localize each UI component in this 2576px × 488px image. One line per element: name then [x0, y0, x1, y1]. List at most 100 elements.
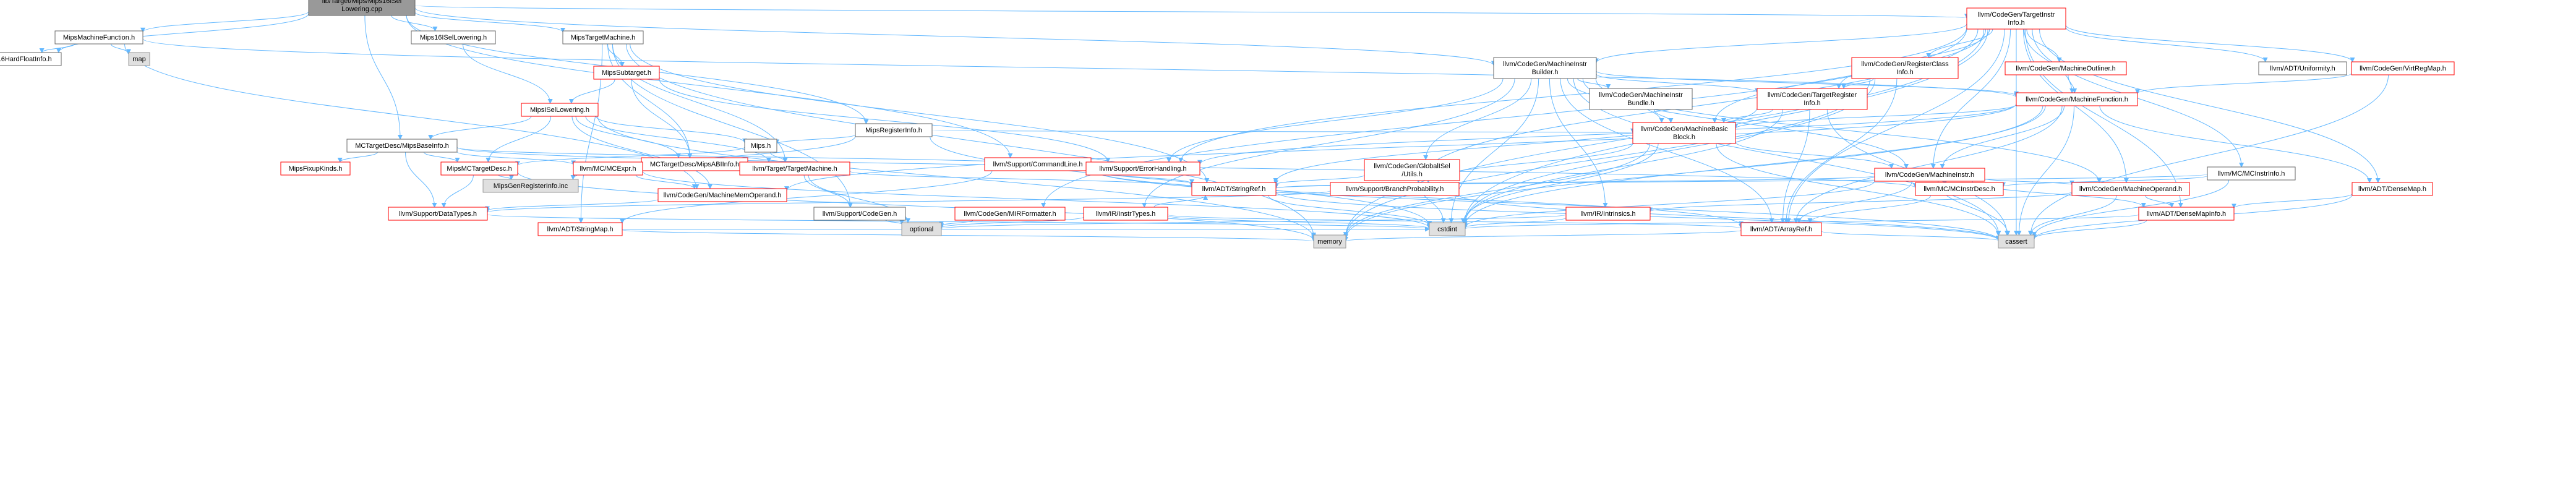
node-label: llvm/IR/InstrTypes.h	[1096, 210, 1156, 218]
edge-densemapinfo-to-cstdint	[1463, 214, 2139, 229]
node-globalisel[interactable]: llvm/CodeGen/GlobalISel/Utils.h	[1364, 159, 1460, 181]
node-mipsfixupkinds[interactable]: MipsFixupKinds.h	[280, 161, 351, 176]
node-machineinstr[interactable]: llvm/CodeGen/MachineInstr.h	[1874, 168, 1985, 182]
node-mirformatter[interactable]: llvm/CodeGen/MIRFormatter.h	[954, 207, 1066, 221]
node-stringref[interactable]: llvm/ADT/StringRef.h	[1191, 182, 1277, 196]
node-label: optional	[910, 226, 934, 233]
node-mips16isellowering_h[interactable]: Mips16ISelLowering.h	[411, 30, 496, 45]
edge-machineinstr-to-stringref	[1273, 175, 1875, 189]
node-datatypes[interactable]: llvm/Support/DataTypes.h	[388, 207, 488, 221]
node-targettargetmachine[interactable]: llvm/Target/TargetMachine.h	[739, 161, 850, 176]
node-box	[1874, 168, 1985, 182]
node-label: llvm/CodeGen/MachineFunction.h	[2026, 96, 2128, 103]
node-label: MCTargetDesc/MipsBaseInfo.h	[355, 142, 449, 150]
node-label: llvm/Support/BranchProbability.h	[1346, 186, 1444, 193]
edge-mipstargetmachine-to-stringref	[630, 43, 1210, 183]
node-densemapinfo[interactable]: llvm/ADT/DenseMapInfo.h	[2138, 207, 2235, 221]
edge-machinefunction-to-cstdint	[1463, 105, 2046, 226]
node-label: llvm/ADT/Uniformity.h	[2270, 65, 2335, 72]
edge-mcinstrinfo-to-mcinstrdesc	[2001, 175, 2208, 187]
edge-arrayref-to-cassert	[1821, 231, 2001, 241]
node-machineoutliner[interactable]: llvm/CodeGen/MachineOutliner.h	[2005, 61, 2127, 75]
node-mipsreginfo[interactable]: MipsRegisterInfo.h	[855, 123, 933, 137]
node-label: map	[132, 56, 145, 63]
edge-supportcodegen-to-optional	[885, 220, 904, 225]
edge-targetinstrinfo-to-machineinstrbuilder	[1594, 24, 1967, 64]
node-mipstargetmachine[interactable]: MipsTargetMachine.h	[562, 30, 644, 45]
node-label: llvm/CodeGen/TargetRegister	[1768, 92, 1857, 99]
node-mcinstrinfo[interactable]: llvm/MC/MCInstrInfo.h	[2207, 166, 2296, 181]
node-commandline[interactable]: llvm/Support/CommandLine.h	[984, 157, 1092, 171]
node-machineoperand[interactable]: llvm/CodeGen/MachineOperand.h	[2071, 182, 2190, 196]
node-intrinsics[interactable]: llvm/IR/Intrinsics.h	[1565, 207, 1651, 221]
node-label: llvm/ADT/StringRef.h	[1202, 186, 1266, 193]
edge-commandline-to-arrayref	[1090, 168, 1744, 226]
node-box	[411, 30, 496, 45]
node-label: llvm/CodeGen/MachineMemOperand.h	[664, 192, 782, 199]
edge-arrayref-to-memory	[1343, 229, 1742, 242]
node-cassert: cassert	[1998, 234, 2035, 249]
node-label: llvm/CodeGen/MIRFormatter.h	[964, 210, 1056, 218]
node-box	[1757, 88, 1868, 110]
node-box	[2351, 61, 2455, 75]
node-box	[2207, 166, 2296, 181]
node-label: llvm/CodeGen/TargetInstr	[1978, 11, 2055, 19]
node-mipsh[interactable]: Mips.h	[744, 139, 777, 153]
node-label: llvm/CodeGen/MachineInstr	[1503, 61, 1587, 68]
node-stringmap[interactable]: llvm/ADT/StringMap.h	[537, 222, 623, 236]
node-box	[1632, 122, 1736, 144]
node-arrayref[interactable]: llvm/ADT/ArrayRef.h	[1740, 222, 1822, 236]
node-box	[308, 0, 416, 16]
edge-mcinstrinfo-to-cassert	[2032, 179, 2230, 238]
node-box	[482, 179, 579, 193]
node-supportcodegen[interactable]: llvm/Support/CodeGen.h	[813, 207, 906, 221]
node-mcmipsabiinfo[interactable]: MCTargetDesc/MipsABIInfo.h	[641, 157, 748, 171]
node-errorhandling[interactable]: llvm/Support/ErrorHandling.h	[1085, 161, 1200, 176]
edge-globalisel-to-stringref	[1273, 174, 1365, 186]
node-mipsmctargetdesc[interactable]: MipsMCTargetDesc.h	[440, 161, 518, 176]
node-box	[1565, 207, 1651, 221]
node-label: MipsRegisterInfo.h	[865, 127, 922, 134]
node-label: memory	[1317, 238, 1342, 246]
edge-mipsmctargetdesc-to-datatypes	[441, 174, 474, 208]
node-mipssubtarget[interactable]: MipsSubtarget.h	[593, 66, 660, 80]
edge-targetreginfo-to-stringref	[1273, 107, 1758, 183]
edge-machinefunction-to-arrayref	[1793, 105, 2063, 223]
node-uniformity[interactable]: llvm/ADT/Uniformity.h	[2258, 61, 2347, 75]
node-label: Info.h	[1896, 69, 1914, 76]
node-box	[954, 207, 1066, 221]
node-machinefunction[interactable]: llvm/CodeGen/MachineFunction.h	[2016, 92, 2138, 106]
node-branchprob[interactable]: llvm/Support/BranchProbability.h	[1330, 182, 1460, 196]
node-label: Mips.h	[751, 142, 771, 150]
node-box	[1330, 182, 1460, 196]
node-instrtypes[interactable]: llvm/IR/InstrTypes.h	[1083, 207, 1168, 221]
node-mips16hardfloatinfo[interactable]: Mips16HardFloatInfo.h	[0, 52, 62, 66]
node-box	[1085, 161, 1200, 176]
node-box	[2258, 61, 2347, 75]
node-mipsmachinefunction[interactable]: MipsMachineFunction.h	[54, 30, 143, 45]
edge-mipstargetmachine-to-memory	[625, 43, 1316, 238]
node-densemap[interactable]: llvm/ADT/DenseMap.h	[2351, 182, 2433, 196]
node-label: MipsTargetMachine.h	[571, 34, 636, 41]
node-mipsisellowering[interactable]: MipsISelLowering.h	[521, 103, 599, 117]
node-mcexpr[interactable]: llvm/MC/MCExpr.h	[573, 161, 643, 176]
edge-branchprob-to-cassert	[1458, 194, 2001, 241]
node-mcinstrdesc[interactable]: llvm/MC/MCInstrDesc.h	[1915, 182, 2004, 196]
node-mcmipsbaseinfo[interactable]: MCTargetDesc/MipsBaseInfo.h	[346, 139, 458, 153]
edge-machineinstrbuilder-to-targetreginfo	[1596, 74, 1760, 93]
node-virtregmap[interactable]: llvm/CodeGen/VirtRegMap.h	[2351, 61, 2455, 75]
node-label: MipsSubtarget.h	[602, 69, 651, 77]
node-box	[1589, 88, 1693, 110]
node-machinememoperand[interactable]: llvm/CodeGen/MachineMemOperand.h	[657, 188, 787, 202]
edge-machinebasicblock-to-machineinstr	[1735, 141, 1894, 169]
node-label: llvm/Support/DataTypes.h	[399, 210, 477, 218]
edge-machinebasicblock-to-cstdint	[1460, 143, 1659, 223]
node-label: Bundle.h	[1627, 100, 1654, 107]
node-box	[1740, 222, 1822, 236]
